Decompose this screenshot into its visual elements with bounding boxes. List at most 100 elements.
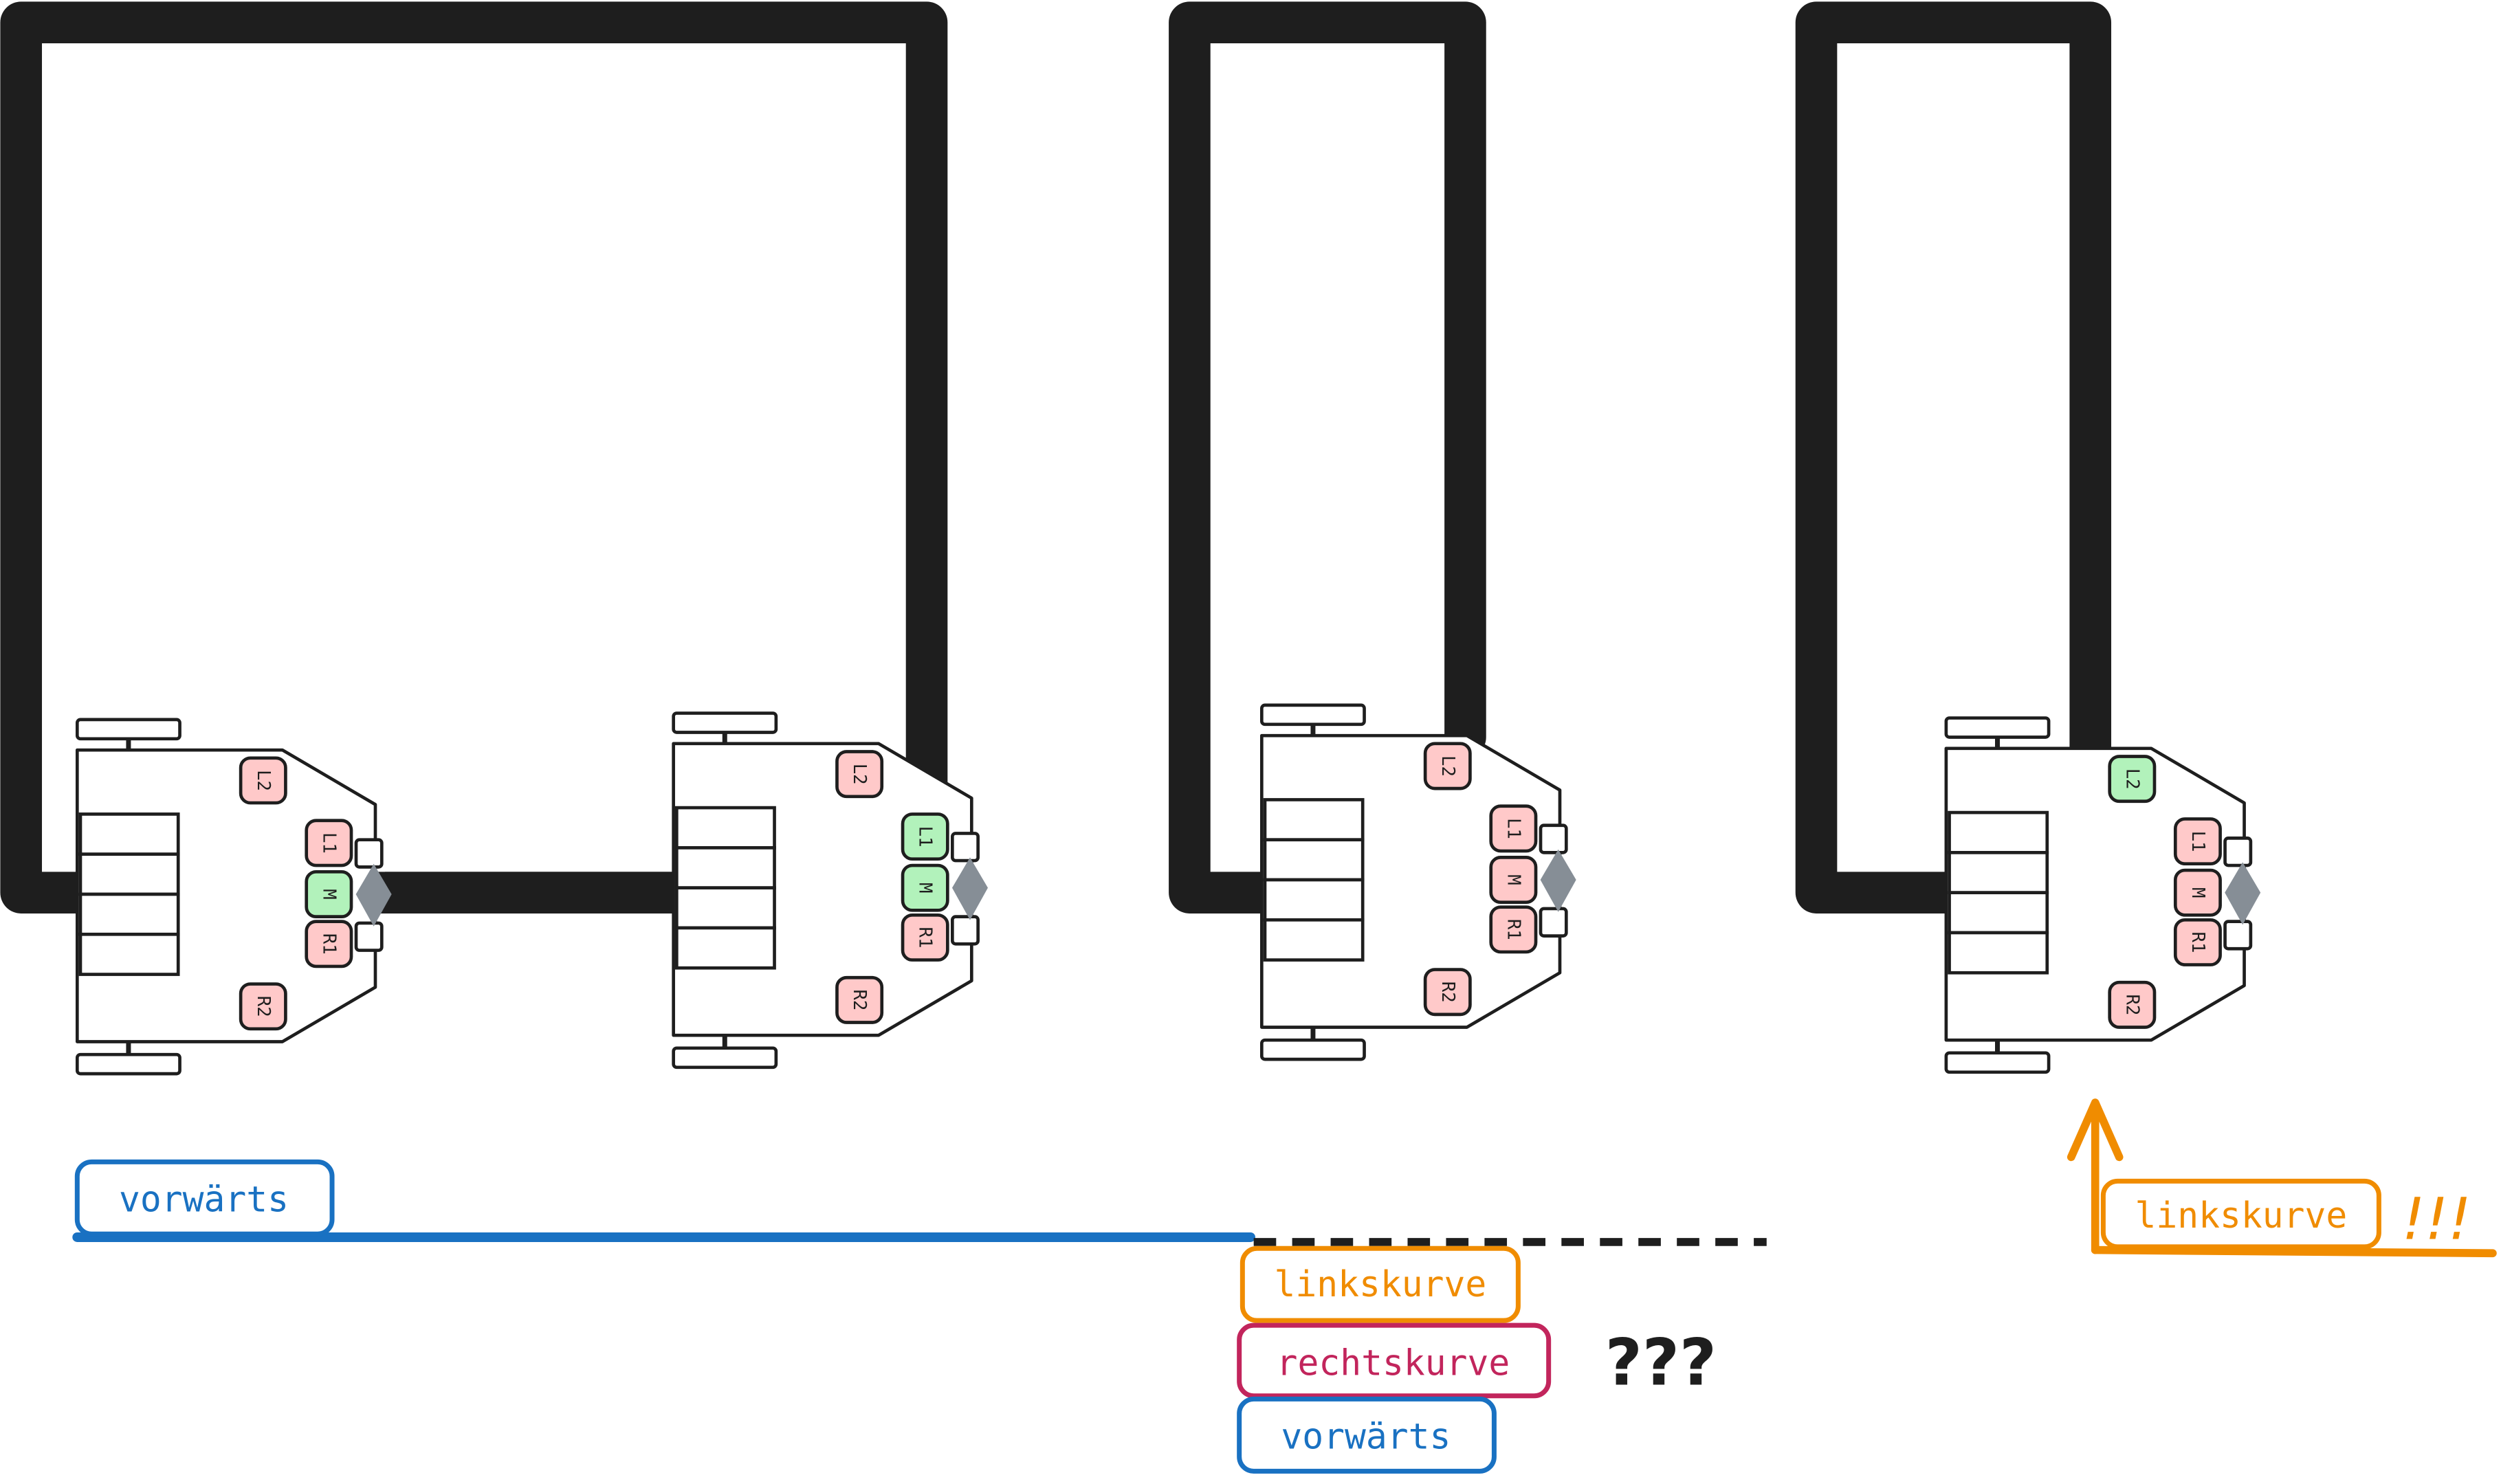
sensor-r2-label: R2 <box>849 989 870 1010</box>
battery-cell <box>1948 810 2049 854</box>
left-turn-arrow <box>2067 1098 2124 1254</box>
sensor-r2-pad <box>835 975 884 1024</box>
wheel-top <box>1259 703 1366 727</box>
sensor-m: M <box>1489 856 1538 904</box>
left-turn-option-box: linkskurve <box>1240 1245 1521 1323</box>
sensor-l2: L2 <box>835 750 884 799</box>
caster-diamond <box>1540 849 1576 912</box>
battery-cell <box>1948 891 2049 935</box>
front-bumper-right <box>354 921 384 952</box>
forward-option-box: vorwärts <box>1237 1396 1497 1474</box>
battery-cell <box>78 852 180 896</box>
sensor-r1-pad <box>1489 905 1538 954</box>
track-scene-4 <box>1795 1 2112 913</box>
wheel-bottom <box>75 1052 181 1076</box>
right-turn-option-box: rechtskurve <box>1237 1322 1552 1399</box>
sensor-m-label: M <box>2188 887 2208 898</box>
battery-cell <box>1263 838 1365 882</box>
sensor-r2-pad <box>1423 968 1472 1017</box>
caster-diamond <box>951 857 988 920</box>
caster-diamond <box>355 863 392 927</box>
sensor-r2: R2 <box>835 975 884 1024</box>
battery-cell <box>78 892 180 936</box>
sensor-l1-pad <box>2173 817 2222 866</box>
sensor-l2-pad <box>1423 742 1472 790</box>
sensor-l1: L1 <box>305 819 353 867</box>
sensor-r1-pad <box>305 920 353 968</box>
sensor-l2-label: L2 <box>1437 755 1458 777</box>
battery-cell <box>78 932 180 976</box>
battery-cell <box>1263 878 1365 922</box>
front-bumper-right <box>2223 920 2253 951</box>
sensor-l1-pad <box>1489 804 1538 853</box>
left-turn-final-label: linkskurve <box>2135 1195 2348 1237</box>
sensor-l2: L2 <box>1423 742 1472 790</box>
sensor-m-pad <box>2173 868 2222 917</box>
battery-cell <box>1948 851 2049 894</box>
sensor-r2-pad <box>239 982 287 1031</box>
sensor-r2: R2 <box>239 982 287 1031</box>
sensor-m: M <box>305 870 353 918</box>
battery-cell <box>78 812 180 856</box>
sensor-r2-label: R2 <box>2122 994 2142 1015</box>
sensor-r2: R2 <box>1423 968 1472 1017</box>
sensor-l1-label: L1 <box>2188 831 2208 852</box>
sensor-r1: R1 <box>901 913 949 962</box>
sensor-r2: R2 <box>2108 980 2157 1029</box>
track-scene-3 <box>1169 1 1486 913</box>
sensor-l2: L2 <box>2108 755 2157 804</box>
sensor-r1-label: R1 <box>318 933 339 955</box>
right-turn-option-label: rechtskurve <box>1277 1342 1510 1384</box>
sensor-r1-label: R1 <box>1503 919 1523 940</box>
sensor-r1-pad <box>901 913 949 962</box>
wheel-bottom <box>672 1046 778 1070</box>
sensor-r2-label: R2 <box>253 996 274 1017</box>
sensor-l2-pad <box>239 756 287 805</box>
front-bumper-left <box>2223 837 2253 867</box>
question-marks: ??? <box>1605 1325 1717 1399</box>
sensor-l1: L1 <box>2173 817 2222 866</box>
left-turn-final-box: linkskurve <box>2100 1178 2381 1250</box>
wheel-bottom <box>1259 1038 1366 1061</box>
sensor-m-label: M <box>915 883 936 893</box>
sensor-m: M <box>2173 868 2222 917</box>
sensor-l1-label: L1 <box>1503 818 1523 839</box>
sensor-l2: L2 <box>239 756 287 805</box>
sensor-l1-pad <box>901 812 949 861</box>
front-bumper-left <box>951 832 980 863</box>
caster-diamond <box>2225 862 2261 925</box>
sensor-r1: R1 <box>1489 905 1538 954</box>
sensor-r1-pad <box>2173 918 2222 966</box>
wheel-bottom <box>1944 1051 2051 1074</box>
battery-cell <box>674 806 776 850</box>
front-bumper-left <box>354 838 384 869</box>
battery-cell <box>674 886 776 930</box>
battery-cell <box>1263 798 1365 842</box>
front-bumper-left <box>1539 823 1568 854</box>
wheel-top <box>1944 716 2051 739</box>
sensor-l1: L1 <box>1489 804 1538 853</box>
left-turn-baseline <box>2091 1245 2497 1258</box>
sensor-m-label: M <box>1503 874 1523 885</box>
sensor-l1-label: L1 <box>318 832 339 854</box>
wheel-top <box>672 711 778 734</box>
sensor-l2-label: L2 <box>849 764 870 785</box>
sensor-r1: R1 <box>2173 918 2222 966</box>
front-bumper-right <box>1539 907 1568 938</box>
battery-cell <box>1263 918 1365 962</box>
wheel-top <box>75 718 181 741</box>
sensor-m-pad <box>1489 856 1538 904</box>
sensor-l2-label: L2 <box>253 770 274 791</box>
sensor-m-pad <box>305 870 353 918</box>
emphasis-marks: !!! <box>2402 1185 2471 1252</box>
sensor-l1-pad <box>305 819 353 867</box>
sensor-r2-pad <box>2108 980 2157 1029</box>
sensor-r1: R1 <box>305 920 353 968</box>
sensor-l2-label: L2 <box>2122 768 2142 790</box>
